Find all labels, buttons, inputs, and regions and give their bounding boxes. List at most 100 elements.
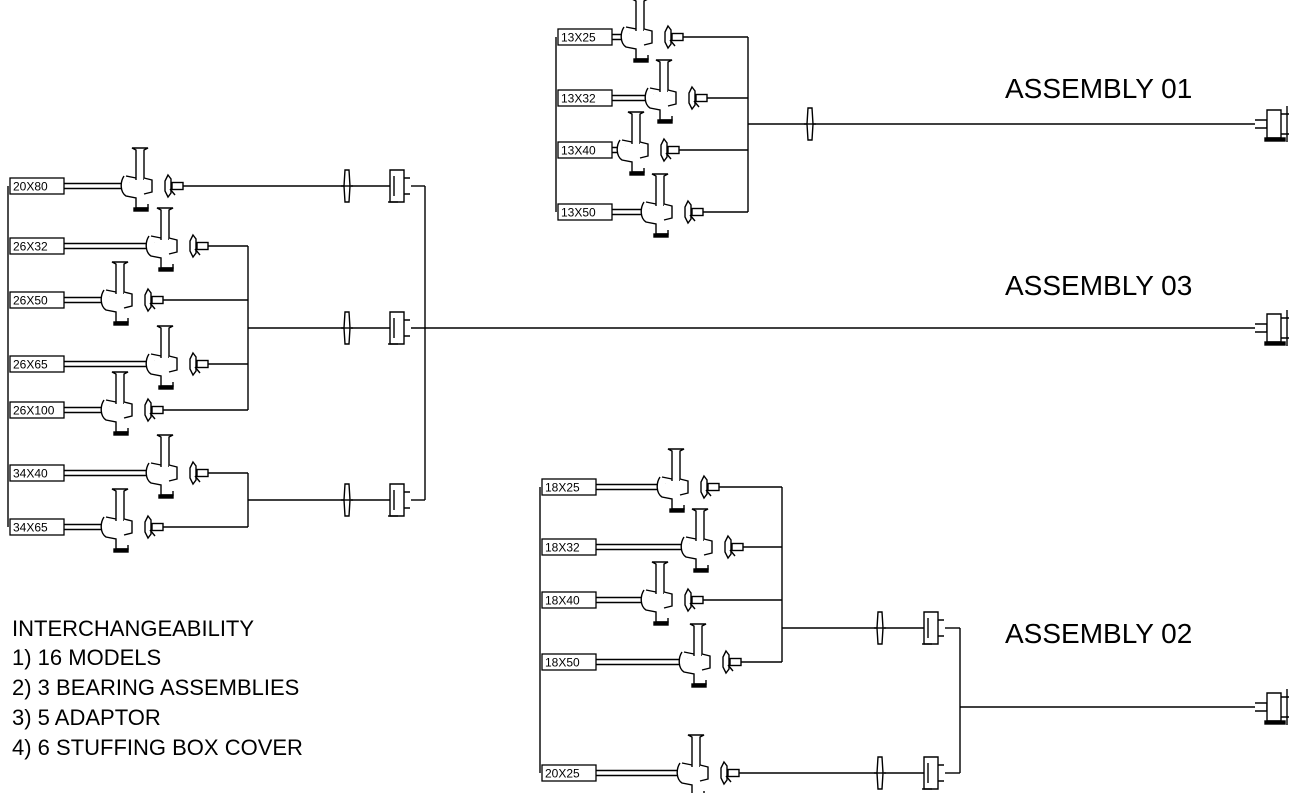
casing-cover — [667, 89, 677, 107]
casing-foot — [158, 494, 174, 499]
adaptor-detail — [393, 176, 410, 196]
impeller-blade — [689, 602, 696, 610]
shaft — [596, 543, 690, 551]
model-label-box — [9, 464, 65, 482]
adaptor — [922, 756, 944, 790]
model-label: 26X65 — [9, 355, 65, 373]
impeller — [189, 233, 209, 259]
impeller-hub — [667, 145, 680, 155]
pump-casing — [640, 173, 673, 238]
casing-foot — [158, 267, 174, 272]
pump-casing — [145, 434, 178, 499]
casing-body — [644, 87, 673, 121]
impeller-hub — [731, 542, 744, 552]
assembly-02-title: ASSEMBLY 02 — [1005, 618, 1192, 649]
impeller-hub — [171, 181, 184, 191]
impeller-disc — [144, 287, 152, 313]
notes-title: INTERCHANGEABILITY — [12, 616, 254, 641]
model-label-text: 18X32 — [545, 541, 580, 555]
stuffing-box-cover — [341, 169, 353, 203]
shaft — [596, 769, 686, 777]
model-label: 18X40 — [541, 591, 597, 609]
bearing-frame — [1281, 106, 1289, 142]
model-label: 18X25 — [541, 478, 597, 496]
casing-body — [676, 762, 705, 793]
bearing-housing — [1266, 313, 1282, 343]
impeller-hub — [729, 657, 742, 667]
impeller-disc — [164, 173, 172, 199]
casing-lip — [105, 289, 117, 293]
model-label-text: 20X25 — [545, 767, 580, 781]
impeller — [144, 397, 164, 423]
casing-outlet — [156, 434, 174, 467]
casing-lip — [150, 353, 162, 357]
shaft — [596, 483, 666, 491]
casing-foot — [653, 621, 669, 626]
model-label-box — [557, 141, 613, 159]
bearing-shaft — [1255, 323, 1268, 333]
casing-outlet — [627, 111, 645, 144]
casing-foot — [158, 385, 174, 390]
bearing-foot — [1264, 341, 1286, 346]
stuffing-box-cover — [874, 756, 886, 790]
impeller-blade — [194, 475, 201, 483]
model-label: 20X80 — [9, 177, 65, 195]
impeller-disc — [660, 137, 668, 163]
bearing-housing — [1266, 692, 1282, 722]
pump-casing — [640, 561, 673, 626]
casing-lip — [105, 516, 117, 520]
model-label-text: 34X65 — [13, 521, 48, 535]
casing-body — [100, 289, 129, 323]
casing-cover — [703, 538, 713, 556]
bearing-housing — [1266, 109, 1282, 139]
casing-cover — [663, 591, 673, 609]
impeller-hub — [196, 359, 209, 369]
casing-cover — [123, 401, 133, 419]
model-label: 34X40 — [9, 464, 65, 482]
impeller-blade — [727, 664, 734, 672]
casing-cover — [699, 764, 709, 782]
impeller-hub — [196, 468, 209, 478]
model-label-text: 18X50 — [545, 656, 580, 670]
model-label-text: 13X50 — [561, 206, 596, 220]
impeller — [660, 137, 680, 163]
bearing-foot — [1264, 720, 1286, 725]
casing-foot — [629, 171, 645, 176]
adaptor-detail — [393, 318, 410, 338]
model-label-box — [557, 89, 613, 107]
impeller-blade — [149, 529, 156, 537]
impeller-blade — [693, 100, 700, 108]
impeller-blade — [669, 39, 676, 47]
pump-casing — [620, 0, 653, 63]
impeller-disc — [720, 760, 728, 786]
impeller — [144, 514, 164, 540]
casing-foot — [653, 233, 669, 238]
impeller — [700, 474, 720, 500]
impeller-disc — [189, 460, 197, 486]
impeller — [144, 287, 164, 313]
casing-outlet — [691, 508, 709, 541]
notes-item: 3) 5 ADAPTOR — [12, 705, 161, 730]
casing-body — [120, 175, 149, 209]
model-labels: 13X2513X3213X4013X5020X8026X3226X5026X65… — [9, 28, 613, 782]
impeller-disc — [724, 534, 732, 560]
casing-body — [100, 399, 129, 433]
casing-foot — [133, 207, 149, 212]
model-label: 13X25 — [557, 28, 613, 46]
impeller-disc — [144, 397, 152, 423]
casing-foot — [633, 58, 649, 63]
shaft — [596, 658, 688, 666]
model-label: 13X50 — [557, 203, 613, 221]
impeller-disc — [664, 24, 672, 50]
casing-outlet — [111, 371, 129, 404]
pump-casing — [676, 734, 709, 793]
casing-lip — [150, 462, 162, 466]
impeller — [684, 587, 704, 613]
model-label-box — [541, 478, 597, 496]
impeller-disc — [722, 649, 730, 675]
casing-cover — [663, 203, 673, 221]
bearing-assembly — [1255, 689, 1289, 725]
casing-body — [616, 139, 645, 173]
adaptor-body — [389, 483, 405, 517]
